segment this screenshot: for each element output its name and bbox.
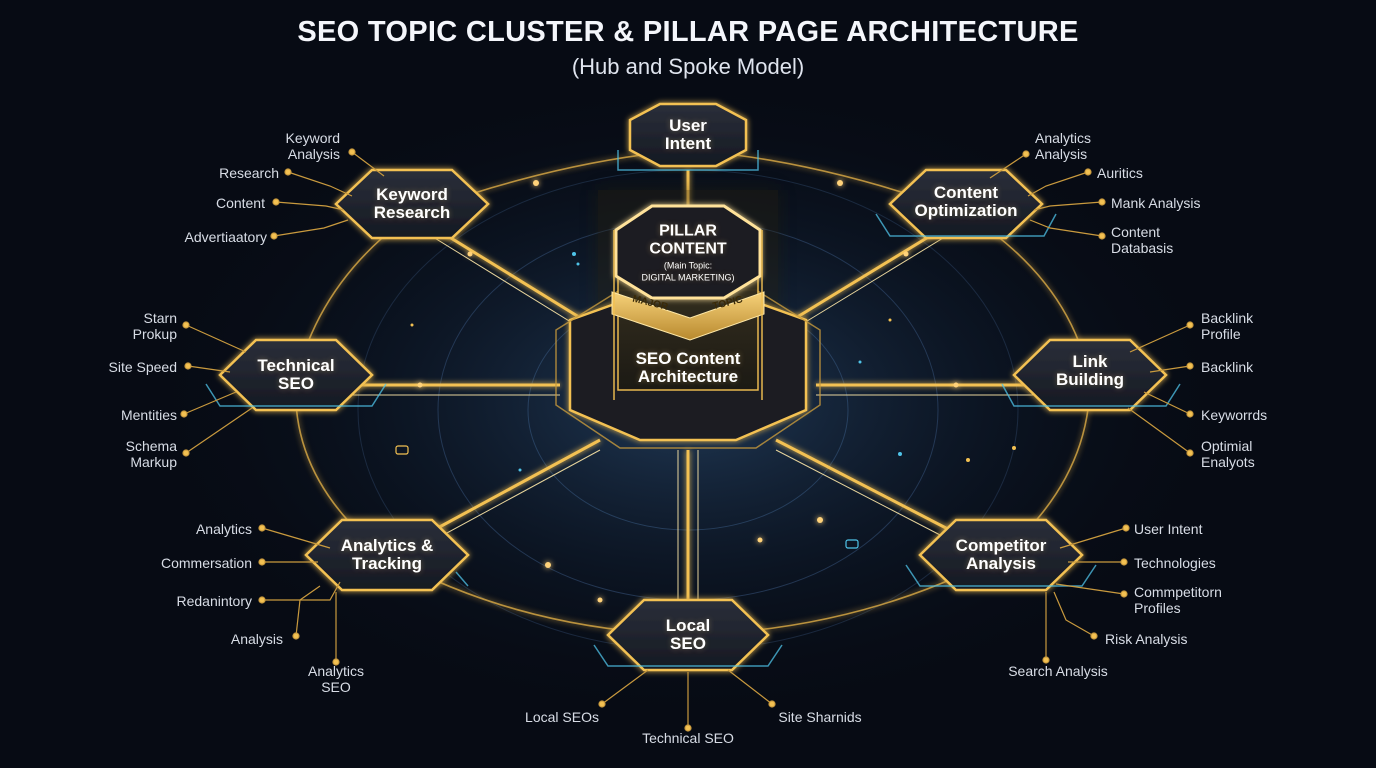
label-auritics: Auritics — [1097, 165, 1143, 181]
pillar-main-topic-line2: DIGITAL MARKETING) — [641, 272, 735, 283]
label-schema-markup: Schema Markup — [125, 438, 177, 471]
spoke-content-optimization: Content Optimization — [914, 183, 1018, 220]
label-analytics-seo: Analytics SEO — [307, 663, 365, 696]
label-mank-analysis: Mank Analysis — [1111, 195, 1201, 211]
spoke-local-seo: Local SEO — [665, 616, 711, 653]
label-starn-prokup: Starn Prokup — [132, 310, 177, 343]
spoke-technical-seo: Technical SEO — [257, 356, 335, 393]
diagram-subtitle: (Hub and Spoke Model) — [571, 54, 805, 79]
label-user-intent: User Intent — [1134, 521, 1203, 537]
label-competitor-profiles: Commpetitorn Profiles — [1134, 584, 1222, 617]
pillar-line1: PILLAR — [659, 222, 717, 240]
label-search-analysis: Search Analysis — [1008, 663, 1108, 679]
label-redanintory: Redanintory — [176, 593, 253, 609]
label-site-speed: Site Speed — [108, 359, 178, 375]
label-advertiaatory: Advertiaatory — [184, 229, 267, 245]
pillar-tower — [555, 190, 821, 449]
label-analysis: Analysis — [230, 631, 283, 647]
spoke-user-intent: User Intent — [664, 116, 712, 153]
label-analytics: Analytics — [195, 521, 252, 537]
spoke-competitor-analysis: Competitor Analysis — [955, 536, 1047, 573]
label-backlink: Backlink — [1201, 359, 1254, 375]
pillar-line2: CONTENT — [649, 240, 727, 258]
spoke-analytics-tracking: Analytics & Tracking — [340, 536, 434, 573]
label-content-databasis: Content Databasis — [1111, 224, 1174, 257]
label-technologies: Technologies — [1134, 555, 1216, 571]
label-risk-analysis: Risk Analysis — [1105, 631, 1188, 647]
label-site-sharnids: Site Sharnids — [778, 709, 862, 725]
pillar-base-label: SEO Content Architecture — [635, 349, 741, 386]
label-keyworrds: Keyworrds — [1201, 407, 1268, 423]
pillar-band — [611, 291, 765, 341]
label-leaders — [180, 148, 1194, 732]
label-analytics-analysis: Analytics Analysis — [1035, 130, 1092, 163]
diagram-title: SEO TOPIC CLUSTER & PILLAR PAGE ARCHITEC… — [297, 16, 1079, 48]
label-technical-seo: Technical SEO — [642, 730, 734, 746]
label-backlink-profile: Backlink Profile — [1201, 310, 1254, 343]
spoke-keyword-research: Keyword Research — [373, 185, 451, 222]
label-local-seos: Local SEOs — [525, 709, 599, 725]
label-content: Content — [215, 195, 265, 211]
label-research: Research — [219, 165, 279, 181]
spoke-shapes — [218, 102, 1168, 672]
spoke-link-building: Link Building — [1056, 352, 1124, 389]
connector-dots — [417, 180, 959, 603]
label-commersation: Commersation — [160, 555, 252, 571]
pillar-main-topic-line1: (Main Topic: — [663, 260, 713, 271]
label-keyword-analysis: Keyword Analysis — [285, 130, 340, 163]
label-mentities: Mentities — [120, 407, 177, 423]
label-optimial-enalyots: Optimial Enalyots — [1201, 438, 1255, 471]
cyan-accents — [205, 150, 1181, 667]
background-specks — [395, 252, 1016, 549]
